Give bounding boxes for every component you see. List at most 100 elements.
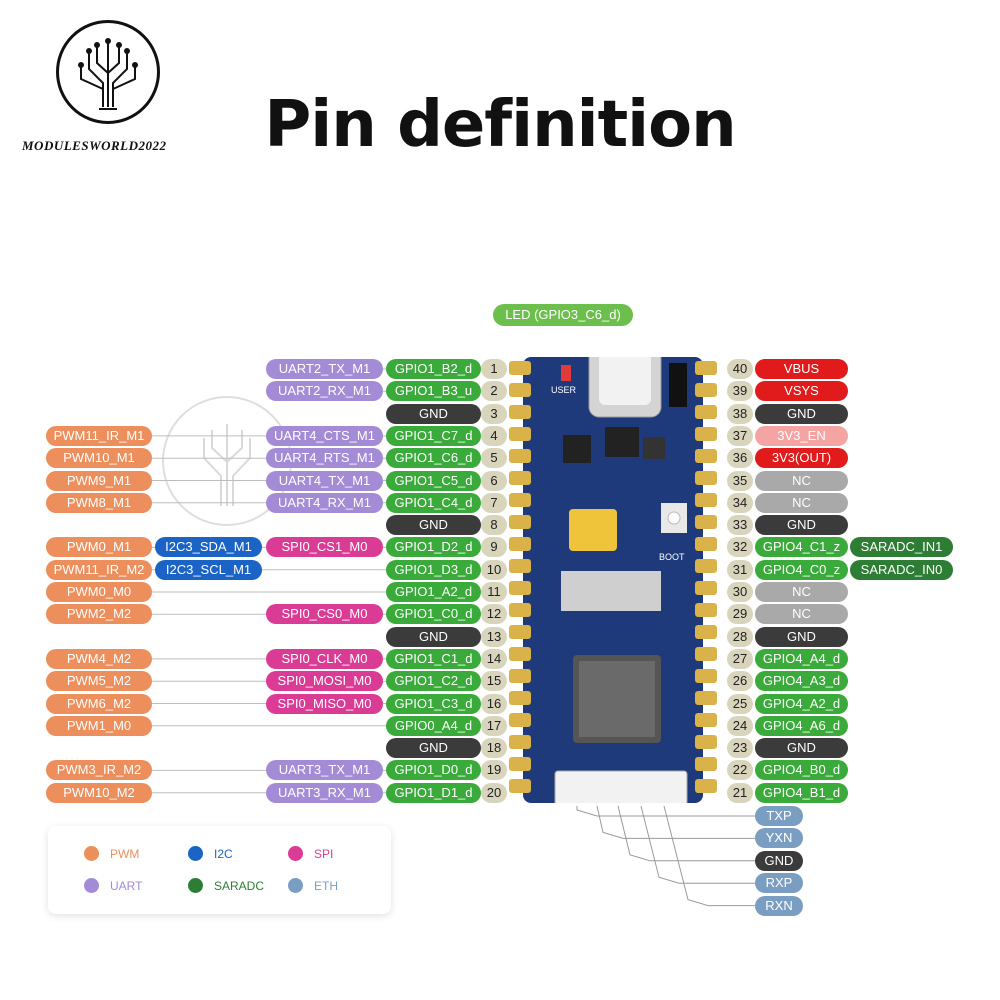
pin-number: 35 <box>727 470 753 491</box>
eth-connector-line <box>617 805 755 862</box>
board-image: USER BOOT <box>509 357 717 803</box>
eth-pin-label: RXN <box>755 895 803 916</box>
tree-circuit-icon <box>78 38 138 110</box>
pwm-label: PWM11_IR_M2 <box>46 559 152 580</box>
gpio-label: GPIO1_C0_d <box>386 604 481 625</box>
legend-label: PWM <box>110 847 140 861</box>
uart-label: UART4_RTS_M1 <box>266 448 383 469</box>
legend-label: I2C <box>214 847 233 861</box>
pwm-label: PWM10_M1 <box>46 448 152 469</box>
uart-label: UART3_TX_M1 <box>266 760 383 781</box>
gpio-label: GPIO1_C4_d <box>386 492 481 513</box>
pin-number: 28 <box>727 626 753 647</box>
pin-number: 11 <box>481 582 507 602</box>
pin-number: 33 <box>727 515 753 536</box>
pin-number: 27 <box>727 648 753 669</box>
spi-label: SPI0_MOSI_M0 <box>266 671 383 692</box>
pin-number: 36 <box>727 448 753 469</box>
gpio-label: GPIO1_A2_d <box>386 582 481 602</box>
gnd-label: GND <box>386 626 481 647</box>
gpio-label: GPIO0_A4_d <box>386 715 481 736</box>
pin-number: 6 <box>481 470 507 491</box>
pin-number: 10 <box>481 559 507 580</box>
pwm-label: PWM0_M1 <box>46 537 152 558</box>
brand-name: MODULESWORLD2022 <box>22 138 167 153</box>
pwm-label: PWM3_IR_M2 <box>46 760 152 781</box>
pin-number: 40 <box>727 359 753 379</box>
gpio-label: GPIO1_B3_u <box>386 381 481 402</box>
gpio-label: GPIO1_C7_d <box>386 425 481 446</box>
pin-number: 14 <box>481 648 507 669</box>
uart-label: UART4_TX_M1 <box>266 470 383 491</box>
gnd-label: GND <box>755 738 848 759</box>
legend-swatch <box>188 846 203 861</box>
legend-swatch <box>84 846 99 861</box>
legend-swatch <box>188 878 203 893</box>
pwm-label: PWM2_M2 <box>46 604 152 625</box>
pwr-label: 3V3(OUT) <box>755 448 848 469</box>
gnd-label: GND <box>386 515 481 536</box>
eth-connector-line <box>640 805 755 884</box>
saradc-label: SARADC_IN0 <box>850 559 953 580</box>
spi-label: SPI0_MISO_M0 <box>266 693 383 714</box>
eth-connector-line <box>576 806 755 817</box>
gpio-label: GPIO4_C1_z <box>755 537 848 558</box>
pin-number: 3 <box>481 403 507 424</box>
spi-label: SPI0_CLK_M0 <box>266 648 383 669</box>
uart-label: UART2_TX_M1 <box>266 359 383 379</box>
pin-number: 4 <box>481 425 507 446</box>
pin-number: 38 <box>727 403 753 424</box>
gpio-label: GPIO4_A6_d <box>755 715 848 736</box>
page-title: Pin definition <box>264 88 736 162</box>
gpio-label: GPIO4_B1_d <box>755 782 848 803</box>
pin-number: 20 <box>481 782 507 803</box>
pin-number: 29 <box>727 604 753 625</box>
pin-number: 19 <box>481 760 507 781</box>
pin-number: 37 <box>727 425 753 446</box>
pin-number: 39 <box>727 381 753 402</box>
pin-number: 24 <box>727 715 753 736</box>
i2c-label: I2C3_SDA_M1 <box>155 537 262 558</box>
gpio-label: GPIO4_A3_d <box>755 671 848 692</box>
gnd-label: GND <box>386 738 481 759</box>
uart-label: UART4_CTS_M1 <box>266 425 383 446</box>
pin-number: 2 <box>481 381 507 402</box>
pwm-label: PWM6_M2 <box>46 693 152 714</box>
gnd-label: GND <box>755 626 848 647</box>
eth-connector-line <box>596 805 755 839</box>
gpio-label: GPIO1_C3_d <box>386 693 481 714</box>
pin-number: 15 <box>481 671 507 692</box>
pwm-label: PWM4_M2 <box>46 648 152 669</box>
pin-number: 25 <box>727 693 753 714</box>
pin-number: 16 <box>481 693 507 714</box>
pwm-label: PWM1_M0 <box>46 715 152 736</box>
nc-label: NC <box>755 492 848 513</box>
pin-number: 7 <box>481 492 507 513</box>
svg-text:BOOT: BOOT <box>659 552 685 562</box>
eth-pin-label: TXP <box>755 806 803 826</box>
pwm-label: PWM0_M0 <box>46 582 152 602</box>
legend-swatch <box>288 878 303 893</box>
saradc-label: SARADC_IN1 <box>850 537 953 558</box>
gpio-label: GPIO1_D0_d <box>386 760 481 781</box>
pwm-label: PWM10_M2 <box>46 782 152 803</box>
spi-label: SPI0_CS1_M0 <box>266 537 383 558</box>
pwm-label: PWM5_M2 <box>46 671 152 692</box>
legend-label: UART <box>110 879 143 893</box>
pin-number: 8 <box>481 515 507 536</box>
legend-label: SPI <box>314 847 334 861</box>
pin-number: 32 <box>727 537 753 558</box>
eth-connector-line <box>663 805 755 907</box>
gnd-label: GND <box>755 515 848 536</box>
pin-number: 34 <box>727 492 753 513</box>
pin-number: 23 <box>727 738 753 759</box>
gpio-label: GPIO1_D2_d <box>386 537 481 558</box>
pin-number: 22 <box>727 760 753 781</box>
eth-pin-label: YXN <box>755 828 803 849</box>
eth-pin-label: GND <box>755 850 803 871</box>
i2c-label: I2C3_SCL_M1 <box>155 559 262 580</box>
gpio-label: GPIO1_C2_d <box>386 671 481 692</box>
pwr-label: VBUS <box>755 359 848 379</box>
pin-number: 5 <box>481 448 507 469</box>
legend-swatch <box>288 846 303 861</box>
